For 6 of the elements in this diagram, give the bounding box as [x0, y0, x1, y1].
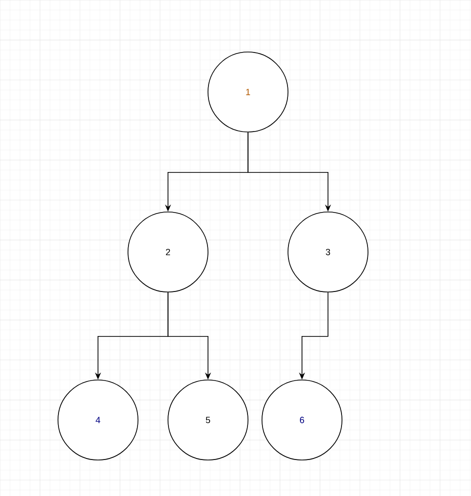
circle-node: 3 [288, 212, 368, 292]
circle-node: 4 [58, 380, 138, 460]
circle-node: 5 [168, 380, 248, 460]
circle-node: 1 [208, 52, 288, 132]
circle-node: 2 [128, 212, 208, 292]
circle-node: 6 [262, 380, 342, 460]
